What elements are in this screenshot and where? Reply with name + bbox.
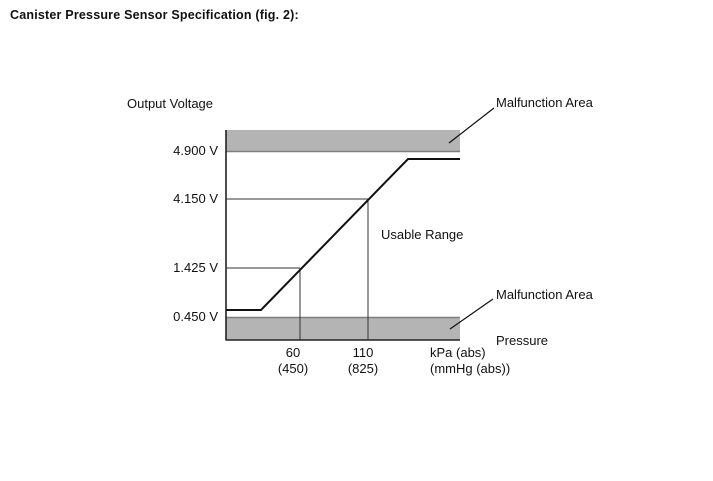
- annotation-malfunction-area-top: Malfunction Area: [496, 95, 593, 110]
- x-tick-110kpa: 110 (825): [333, 345, 393, 377]
- x-tick-60kpa: 60 (450): [263, 345, 323, 377]
- x-tick-60-mmhg-value: (450): [277, 361, 309, 376]
- leader-line-malfunction-top: [448, 107, 495, 144]
- x-tick-110-mmhg-value: (825): [347, 361, 379, 376]
- annotation-usable-range: Usable Range: [381, 227, 464, 242]
- y-axis-title: Output Voltage: [127, 96, 214, 111]
- annotation-malfunction-area-bottom: Malfunction Area: [496, 287, 593, 302]
- y-tick-1425v: 1.425 V: [173, 260, 218, 275]
- x-axis-units: kPa (abs) (mmHg (abs)): [430, 345, 510, 377]
- malfunction-band-top: [226, 130, 460, 151]
- sensor-output-curve: [226, 158, 460, 311]
- y-tick-0450v: 0.450 V: [173, 309, 218, 324]
- x-tick-60-kpa-value: 60: [285, 345, 301, 360]
- x-axis-title: Pressure: [496, 333, 549, 348]
- leader-line-malfunction-bottom: [449, 298, 494, 330]
- x-tick-110-kpa-value: 110: [352, 345, 374, 360]
- x-axis-unit-kpa: kPa (abs): [430, 345, 486, 360]
- malfunction-band-bottom: [226, 317, 460, 340]
- y-tick-4150v: 4.150 V: [173, 191, 218, 206]
- x-axis-unit-mmhg: (mmHg (abs)): [430, 361, 511, 376]
- y-tick-4900v: 4.900 V: [173, 143, 218, 158]
- page-title: Canister Pressure Sensor Specification (…: [10, 8, 299, 22]
